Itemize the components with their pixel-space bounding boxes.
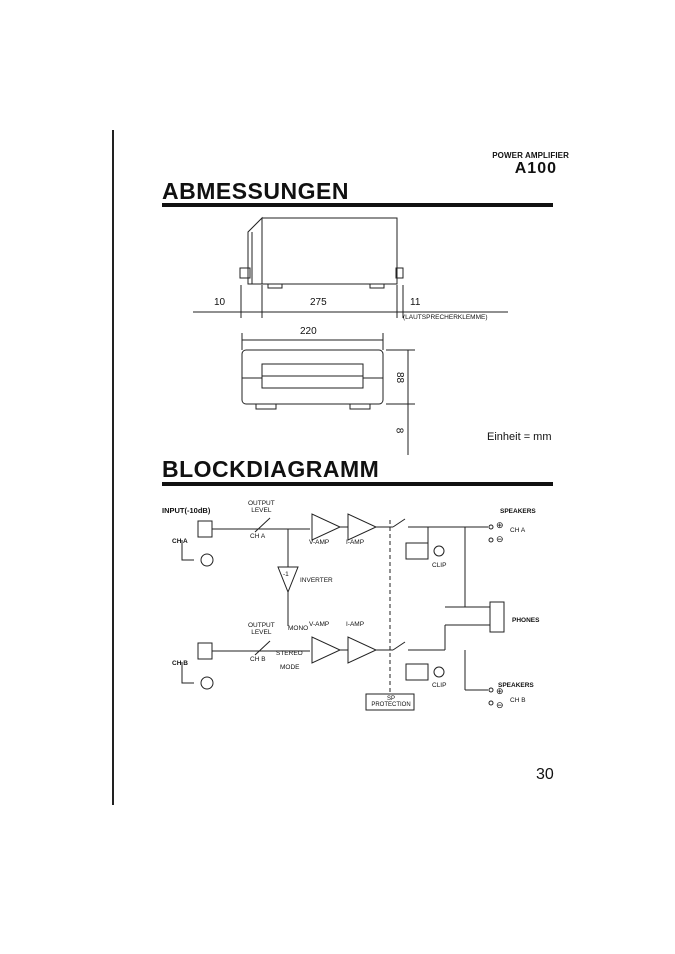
front-view-chassis: [241, 349, 384, 405]
inverter-symbol: -1: [283, 571, 289, 578]
i-amp-b-label: I-AMP: [346, 621, 365, 628]
output-level-a: OUTPUT LEVEL: [248, 500, 275, 514]
speaker-ch-b-label: CH B: [510, 697, 526, 704]
v-amp-a-label: V-AMP: [309, 539, 330, 546]
meter-b: [405, 663, 429, 681]
speaker-a-plus: ⊕: [496, 520, 504, 530]
block-diagram-title: BLOCKDIAGRAMM: [162, 456, 380, 482]
dim-left: 10: [214, 297, 226, 308]
ch-a-pot-label: CH A: [250, 533, 266, 540]
v-amp-b: [311, 636, 342, 664]
unit-note: Einheit = mm: [487, 431, 552, 443]
clip-b-label: CLIP: [432, 682, 447, 689]
speaker-a-minus: ⊖: [496, 534, 504, 544]
mode-label: MODE: [280, 664, 300, 671]
side-view-front-panel: [247, 216, 263, 285]
stereo-label: STEREO: [276, 650, 303, 657]
ch-b-xlr-jack: [197, 642, 213, 660]
v-amp-b-label: V-AMP: [309, 621, 330, 628]
speakers-b-label: SPEAKERS: [498, 682, 534, 689]
block-title-rule: [162, 482, 553, 486]
i-amp-b: [347, 636, 378, 664]
mono-label: MONO: [288, 625, 309, 632]
input-label: INPUT(-10dB): [162, 506, 211, 515]
inverter: [277, 566, 299, 594]
dimensions-title: ABMESSUNGEN: [162, 178, 349, 204]
ch-b-input-label: CH B: [172, 660, 188, 667]
ch-a-xlr-jack: [197, 520, 213, 538]
ch-a-input-label: CH A: [172, 538, 188, 545]
product-logo: A100: [514, 160, 557, 177]
speaker-ch-a-label: CH A: [510, 527, 526, 534]
phones-label: PHONES: [512, 617, 540, 624]
dimensions-title-rule: [162, 203, 553, 207]
output-level-b: OUTPUT LEVEL: [248, 622, 275, 636]
clip-a-label: CLIP: [432, 562, 447, 569]
v-amp-a: [311, 513, 342, 541]
inverter-label: INVERTER: [300, 577, 333, 584]
dim-depth: 275: [310, 297, 327, 308]
ch-b-phone-jack: [200, 676, 214, 690]
i-amp-a: [347, 513, 378, 541]
ch-b-pot-label: CH B: [250, 656, 266, 663]
speaker-b-minus: ⊖: [496, 700, 504, 710]
binder-line: [112, 130, 114, 805]
terminal-note: (LAUTSPRECHERKLEMME): [403, 314, 488, 321]
speaker-b-plus: ⊕: [496, 686, 504, 696]
side-view-knob: [239, 267, 251, 279]
sp-protection-label: SP PROTECTION: [371, 696, 411, 708]
dim-right: 11: [410, 297, 421, 308]
ch-a-phone-jack: [200, 553, 214, 567]
sp-protection-box: [365, 693, 415, 711]
page-number: 30: [536, 766, 554, 783]
speakers-a-label: SPEAKERS: [500, 508, 536, 515]
dim-width: 220: [300, 326, 317, 337]
product-label: POWER AMPLIFIER: [492, 151, 569, 160]
side-view-terminal: [395, 267, 404, 279]
i-amp-a-label: I-AMP: [346, 539, 365, 546]
meter-a: [405, 542, 429, 560]
